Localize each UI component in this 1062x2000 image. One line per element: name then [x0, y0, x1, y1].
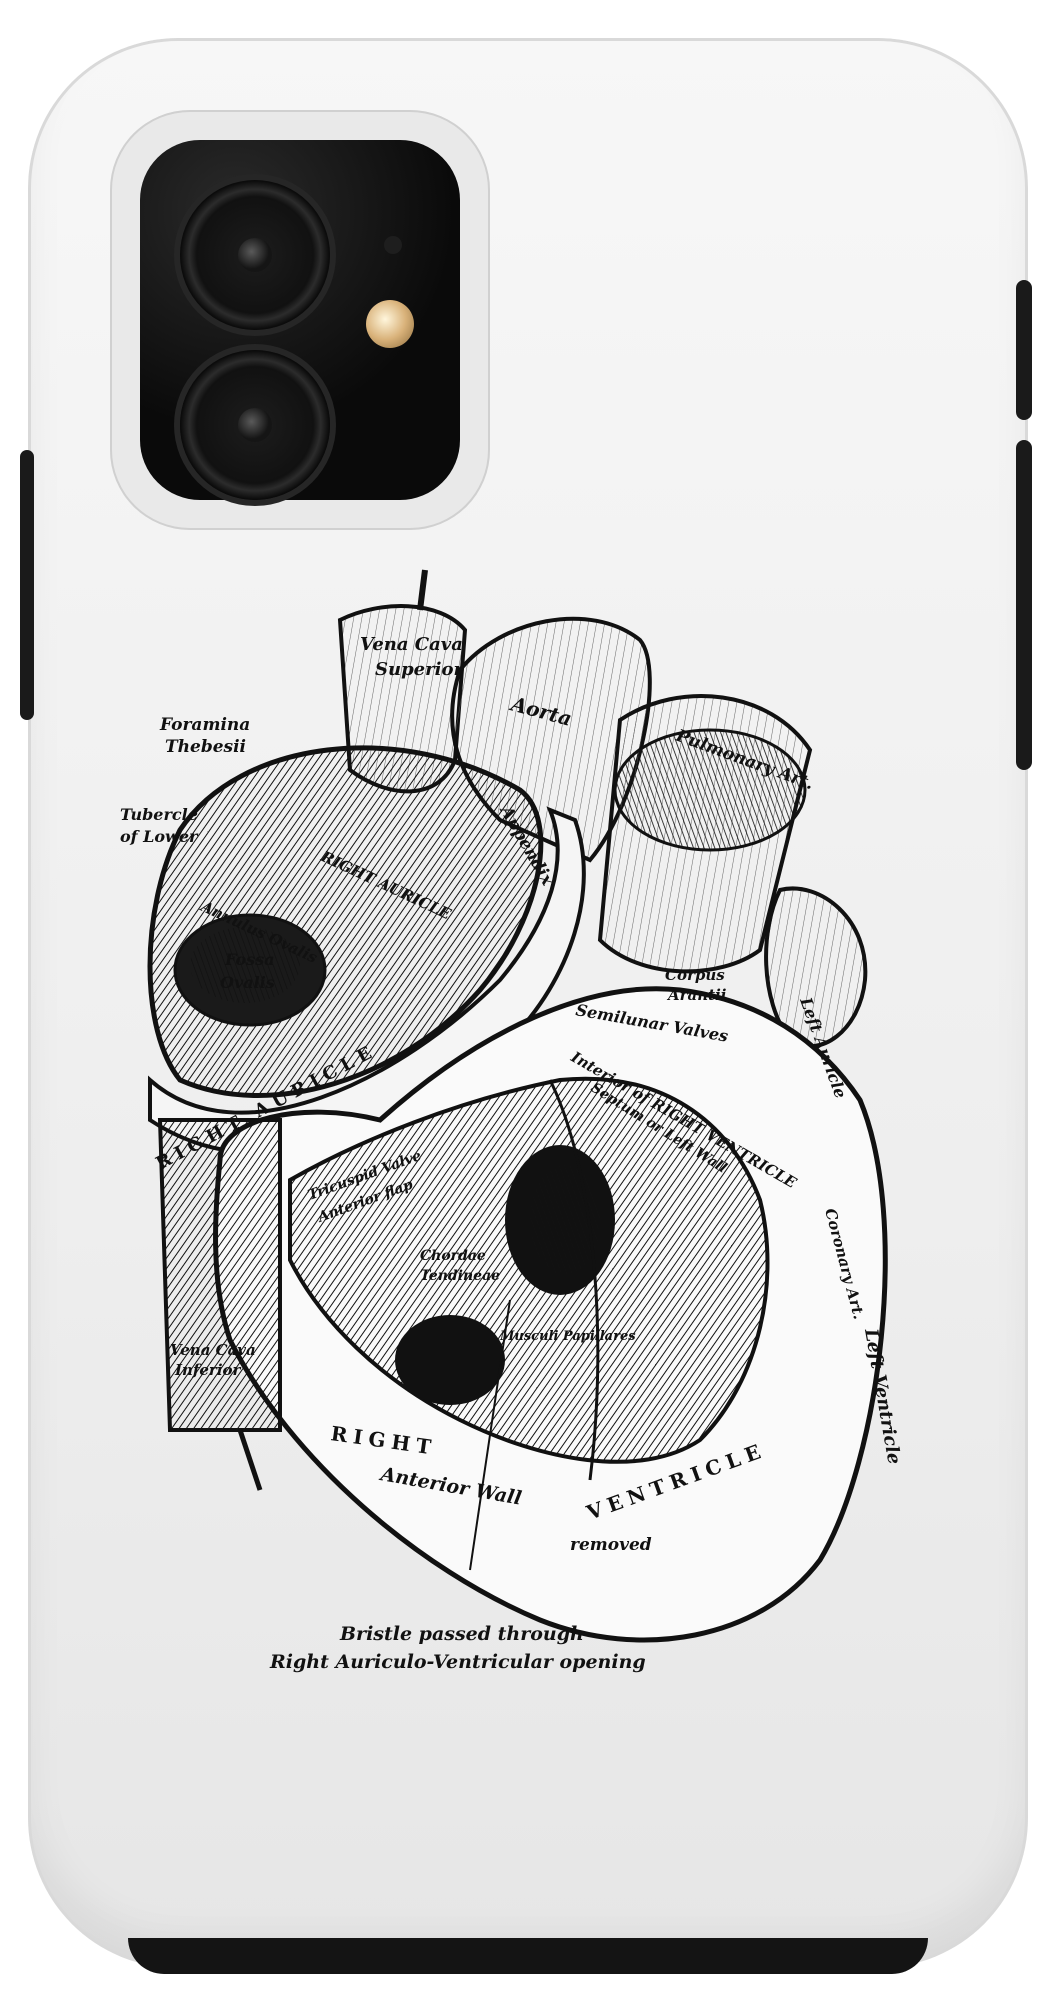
camera-lens-bottom [180, 350, 330, 500]
lens-core-icon [238, 408, 272, 442]
power-button [1016, 280, 1032, 420]
label-tubercle: Tubercle [120, 805, 198, 824]
pulmonary-artery [597, 694, 813, 974]
volume-button [1016, 440, 1032, 770]
caption-line-1: Bristle passed through [339, 1623, 584, 1645]
heart-illustration: Vena Cava Superior Aorta Pulmonary Art. … [120, 569, 905, 1673]
label-superior: Superior [375, 659, 464, 680]
action-button [20, 450, 34, 720]
right-auricle [147, 745, 544, 1099]
label-corpus: Corpus [665, 966, 725, 984]
bristle-line [469, 1299, 511, 1571]
microphone-icon [384, 236, 402, 254]
label-musculi: Musculi Papillares [499, 1329, 636, 1344]
label-of-lower: of Lower [120, 827, 199, 846]
camera-lens-top [180, 180, 330, 330]
label-arantii: Arantii [666, 986, 727, 1004]
lens-core-icon [238, 238, 272, 272]
label-foramina: Foramina [159, 715, 250, 735]
flash-icon [366, 300, 414, 348]
inferior-vena-cava [157, 1118, 282, 1491]
camera-glass [140, 140, 460, 500]
label-vena-cava: Vena Cava [360, 634, 463, 655]
caption-line-2: Right Auriculo-Ventricular opening [269, 1651, 646, 1673]
label-vena-inferior: Vena Cava [170, 1341, 256, 1359]
label-chordae: Chordae [420, 1248, 486, 1264]
label-fossa: Fossa [224, 950, 275, 969]
label-ovalis: Ovalis [220, 973, 275, 992]
label-removed: removed [570, 1535, 652, 1555]
camera-module [110, 110, 490, 530]
right-ventricle-interior [288, 1076, 770, 1481]
left-auricle [764, 886, 868, 1049]
label-thebesii: Thebesii [165, 737, 246, 757]
label-inferior: Inferior [174, 1361, 242, 1379]
label-tendineae: Tendineae [420, 1268, 500, 1284]
case-bottom-edge [128, 1938, 928, 1974]
